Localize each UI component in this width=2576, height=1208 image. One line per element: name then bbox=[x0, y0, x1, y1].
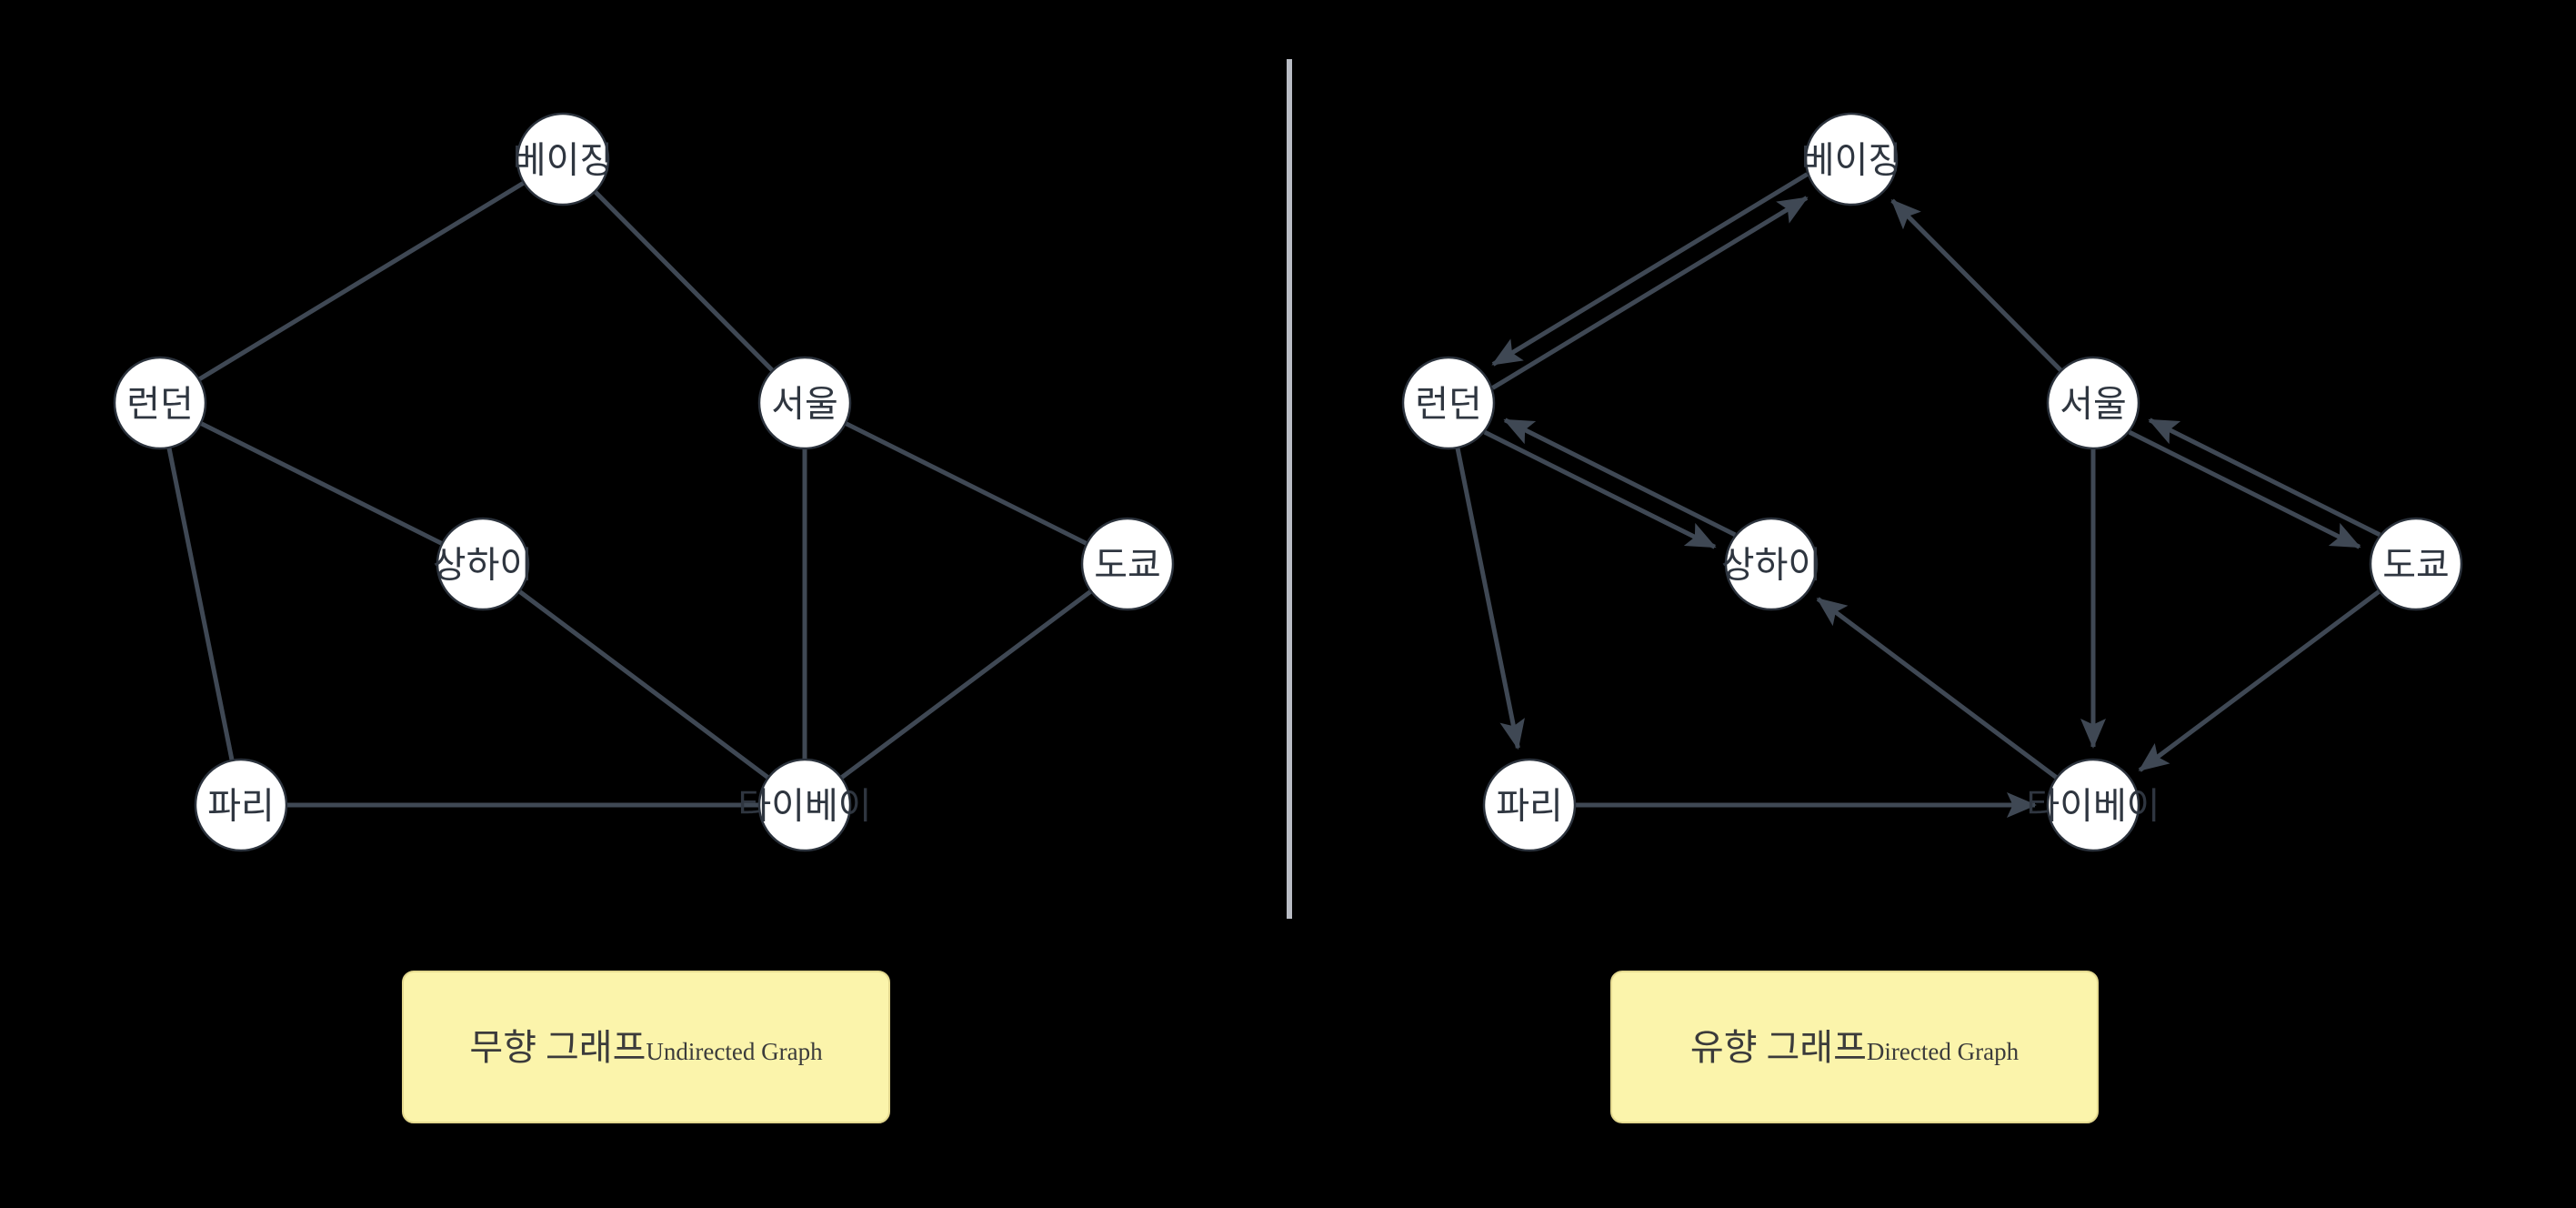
node-circle[interactable] bbox=[757, 758, 852, 852]
caption-box bbox=[1610, 971, 2099, 1123]
node-circle[interactable] bbox=[1080, 517, 1175, 611]
node-label: 런던 bbox=[1415, 384, 1482, 425]
node-circle[interactable] bbox=[757, 356, 852, 450]
edge-beijing-to-seoul bbox=[593, 189, 775, 373]
edge-london-to-paris bbox=[1455, 447, 1525, 750]
node-right-paris[interactable]: 파리 bbox=[1482, 758, 1577, 852]
node-left-beijing[interactable]: 베이징 bbox=[513, 112, 613, 206]
caption-undirected: 무향 그래프Undirected Graph bbox=[402, 971, 890, 1123]
edge-london-to-shanghai bbox=[199, 421, 444, 546]
node-circle[interactable] bbox=[436, 517, 530, 611]
caption-english: Directed Graph bbox=[1867, 1038, 2020, 1065]
node-circle[interactable] bbox=[2046, 758, 2140, 852]
caption-text: 유향 그래프Directed Graph bbox=[1690, 1027, 2020, 1068]
edge-london-to-paris bbox=[166, 447, 235, 761]
node-label: 런던 bbox=[126, 384, 194, 425]
node-right-shanghai[interactable]: 상하이 bbox=[1721, 517, 1821, 611]
node-label: 타이베이 bbox=[2026, 786, 2160, 827]
node-right-tokyo[interactable]: 도쿄 bbox=[2369, 517, 2463, 611]
node-right-taipei[interactable]: 타이베이 bbox=[2026, 758, 2160, 852]
edge-london-to-beijing bbox=[1491, 196, 1809, 390]
node-circle[interactable] bbox=[1804, 112, 1899, 206]
node-left-shanghai[interactable]: 상하이 bbox=[433, 517, 533, 611]
undirected-edge-layer bbox=[166, 180, 1093, 808]
node-circle[interactable] bbox=[2046, 356, 2140, 450]
caption-korean: 무향 그래프 bbox=[469, 1027, 646, 1068]
node-left-london[interactable]: 런던 bbox=[113, 356, 207, 450]
node-left-seoul[interactable]: 서울 bbox=[757, 356, 852, 450]
node-label: 베이징 bbox=[513, 140, 613, 181]
node-right-seoul[interactable]: 서울 bbox=[2046, 356, 2140, 450]
node-label: 상하이 bbox=[1721, 545, 1821, 586]
edge-seoul-to-tokyo bbox=[844, 421, 1088, 546]
edge-seoul-to-tokyo bbox=[2128, 429, 2361, 549]
node-left-paris[interactable]: 파리 bbox=[194, 758, 288, 852]
edge-tokyo-to-taipei bbox=[2138, 589, 2381, 772]
edge-london-to-beijing bbox=[197, 180, 526, 382]
node-label: 파리 bbox=[207, 786, 275, 827]
node-label: 도쿄 bbox=[1094, 545, 1161, 586]
edge-seoul-to-beijing bbox=[1890, 198, 2063, 373]
caption-korean: 유향 그래프 bbox=[1690, 1027, 1867, 1068]
node-circle[interactable] bbox=[1482, 758, 1577, 852]
caption-directed: 유향 그래프Directed Graph bbox=[1610, 971, 2099, 1123]
node-label: 서울 bbox=[771, 384, 838, 425]
node-label: 상하이 bbox=[433, 545, 533, 586]
caption-english: Undirected Graph bbox=[646, 1038, 823, 1065]
node-circle[interactable] bbox=[2369, 517, 2463, 611]
node-left-taipei[interactable]: 타이베이 bbox=[737, 758, 872, 852]
edge-taipei-to-shanghai bbox=[1816, 597, 2059, 780]
directed-edge-layer bbox=[1455, 172, 2381, 818]
node-circle[interactable] bbox=[1724, 517, 1819, 611]
edge-london-to-shanghai bbox=[1483, 429, 1717, 549]
node-circle[interactable] bbox=[516, 112, 610, 206]
node-label: 파리 bbox=[1496, 786, 1563, 827]
node-circle[interactable] bbox=[113, 356, 207, 450]
node-label: 타이베이 bbox=[737, 786, 871, 827]
edge-beijing-to-london bbox=[1491, 172, 1809, 367]
node-label: 서울 bbox=[2060, 384, 2127, 425]
edge-tokyo-to-taipei bbox=[839, 589, 1093, 780]
node-right-beijing[interactable]: 베이징 bbox=[1801, 112, 1901, 206]
edge-tokyo-to-seoul bbox=[2148, 418, 2381, 538]
node-circle[interactable] bbox=[1401, 356, 1496, 450]
caption-box bbox=[402, 971, 890, 1123]
edge-shanghai-to-london bbox=[1503, 418, 1737, 538]
node-label: 베이징 bbox=[1801, 140, 1901, 181]
node-left-tokyo[interactable]: 도쿄 bbox=[1080, 517, 1175, 611]
node-circle[interactable] bbox=[194, 758, 288, 852]
node-label: 도쿄 bbox=[2382, 545, 2450, 586]
caption-layer: 무향 그래프Undirected Graph 유향 그래프Directed Gra… bbox=[402, 971, 2099, 1123]
node-right-london[interactable]: 런던 bbox=[1401, 356, 1496, 450]
caption-text: 무향 그래프Undirected Graph bbox=[469, 1027, 823, 1068]
edge-shanghai-to-taipei bbox=[517, 589, 770, 780]
